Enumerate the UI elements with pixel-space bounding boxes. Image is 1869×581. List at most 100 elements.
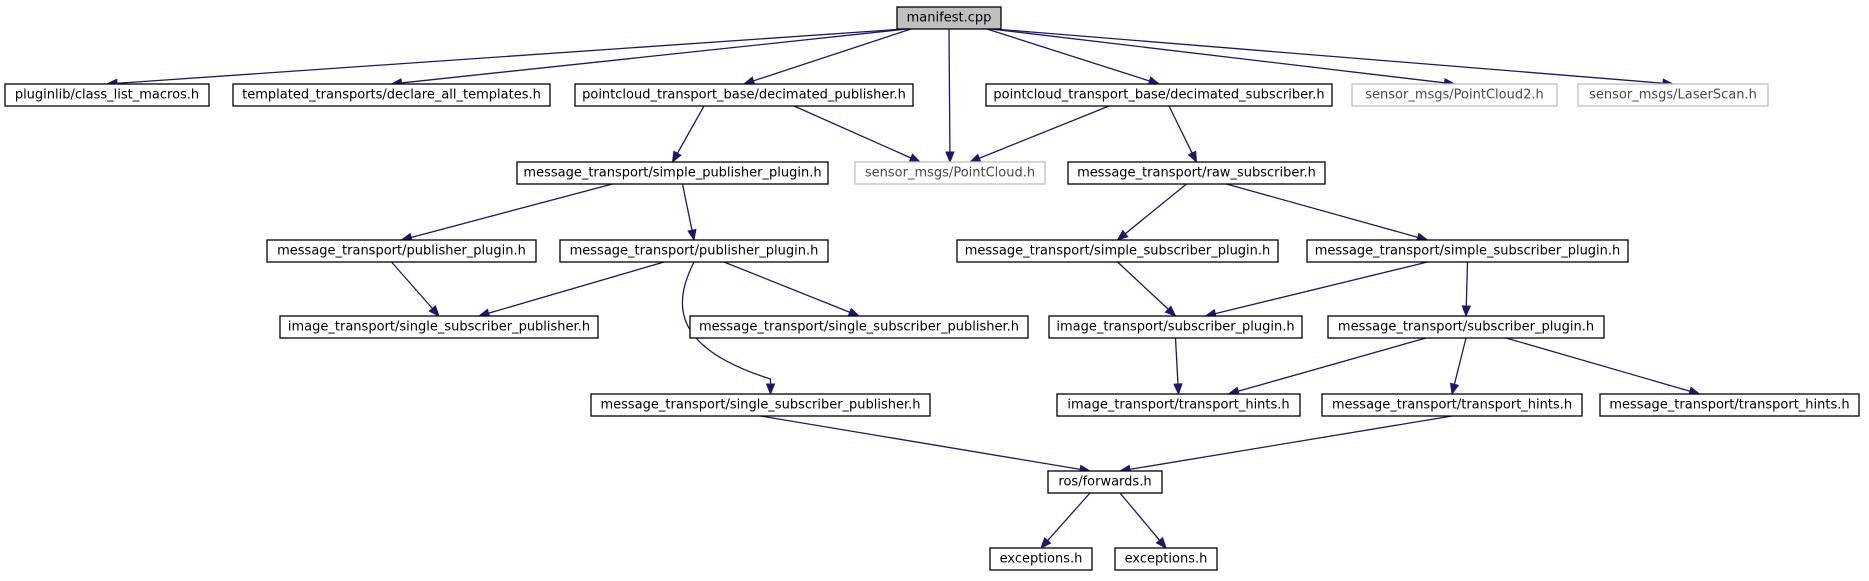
edge-manifest-to-pointcloud (945, 28, 955, 164)
edge-manifest-to-declare_all_templates (390, 28, 908, 88)
node-box (1327, 315, 1605, 339)
node-declare-all-templates[interactable]: templated_transports/declare_all_templat… (232, 83, 551, 107)
edge-decimated_publisher-to-simple_publisher_plugin (671, 105, 705, 164)
arrowhead (1116, 229, 1129, 241)
edge-simple_publisher_plugin-to-publisher_plugin_b (681, 183, 697, 242)
node-label: message_transport/simple_publisher_plugi… (523, 166, 821, 181)
edge-decimated_publisher-to-pointcloud (793, 105, 922, 163)
edge-publisher_plugin_b-to-image_single_subscriber_publisher (477, 261, 665, 318)
node-box (956, 239, 1279, 263)
node-publisher-plugin-a[interactable]: message_transport/publisher_plugin.h (266, 239, 537, 263)
arrowhead (968, 153, 982, 163)
node-box (559, 239, 829, 263)
node-label: exceptions.h (1000, 552, 1083, 567)
edge-manifest-to-class_list_macros (105, 28, 905, 89)
edge-manifest-to-decimated_subscriber (986, 28, 1161, 86)
node-pointcloud2[interactable]: sensor_msgs/PointCloud2.h (1351, 83, 1558, 107)
node-label: exceptions.h (1125, 552, 1208, 567)
node-message-transport-hints-b[interactable]: message_transport/transport_hints.h (1599, 393, 1860, 417)
node-exceptions-a[interactable]: exceptions.h (989, 547, 1093, 571)
edge-simple_subscriber_plugin_a-to-image_subscriber_plugin (1117, 261, 1177, 317)
node-image-subscriber-plugin[interactable]: image_transport/subscriber_plugin.h (1048, 315, 1303, 339)
node-pointcloud[interactable]: sensor_msgs/PointCloud.h (854, 161, 1046, 185)
node-message-transport-hints-a[interactable]: message_transport/transport_hints.h (1321, 393, 1583, 417)
node-manifest[interactable]: manifest.cpp (896, 6, 1002, 30)
node-label: message_transport/publisher_plugin.h (277, 244, 526, 259)
node-label: message_transport/transport_hints.h (1609, 398, 1849, 413)
node-simple-subscriber-plugin-a[interactable]: message_transport/simple_subscriber_plug… (956, 239, 1279, 263)
node-label: message_transport/simple_subscriber_plug… (965, 244, 1271, 259)
node-box (1351, 83, 1558, 107)
edge-raw_subscriber-to-simple_subscriber_plugin_b (1226, 183, 1429, 242)
node-label: sensor_msgs/PointCloud.h (865, 166, 1035, 181)
node-label: pointcloud_transport_base/decimated_publ… (582, 88, 906, 103)
edge-decimated_subscriber-to-pointcloud (968, 105, 1110, 163)
node-message-single-subscriber-publisher-a[interactable]: message_transport/single_subscriber_publ… (689, 315, 1029, 339)
node-box (985, 83, 1333, 107)
node-box (574, 83, 914, 107)
arrowhead (1164, 305, 1177, 317)
edge-message_subscriber_plugin-to-message_transport_hints_a (1449, 337, 1467, 396)
node-simple-publisher-plugin[interactable]: message_transport/simple_publisher_plugi… (516, 161, 829, 185)
edge-message_single_subscriber_publisher_b-to-ros_forwards (760, 415, 1092, 474)
node-image-single-subscriber-publisher[interactable]: image_transport/single_subscriber_publis… (279, 315, 599, 339)
arrowhead (428, 304, 440, 318)
node-box (689, 315, 1029, 339)
node-label: message_transport/single_subscriber_publ… (699, 320, 1019, 335)
edge-ros_forwards-to-exceptions_b (1119, 492, 1167, 550)
node-simple-subscriber-plugin-b[interactable]: message_transport/simple_subscriber_plug… (1306, 239, 1629, 263)
arrowhead (765, 383, 776, 396)
node-box (1048, 315, 1303, 339)
node-label: templated_transports/declare_all_templat… (242, 88, 541, 103)
edge-publisher_plugin_a-to-image_single_subscriber_publisher (391, 261, 440, 318)
edge-manifest-to-decimated_publisher (742, 28, 912, 86)
node-label: manifest.cpp (907, 11, 992, 26)
node-box (1306, 239, 1629, 263)
node-label: message_transport/single_subscriber_publ… (600, 398, 920, 413)
node-message-subscriber-plugin[interactable]: message_transport/subscriber_plugin.h (1327, 315, 1605, 339)
node-decimated-publisher[interactable]: pointcloud_transport_base/decimated_publ… (574, 83, 914, 107)
edge-simple_subscriber_plugin_b-to-image_subscriber_plugin (1204, 261, 1428, 319)
node-raw-subscriber[interactable]: message_transport/raw_subscriber.h (1067, 161, 1326, 185)
node-exceptions-b[interactable]: exceptions.h (1114, 547, 1218, 571)
arrowhead (671, 150, 682, 164)
node-label: message_transport/raw_subscriber.h (1077, 166, 1316, 181)
edge-simple_publisher_plugin-to-publisher_plugin_a (400, 183, 613, 242)
node-laserscan[interactable]: sensor_msgs/LaserScan.h (1577, 83, 1769, 107)
node-label: image_transport/single_subscriber_publis… (288, 320, 590, 335)
node-box (516, 161, 829, 185)
arrowhead (1155, 536, 1167, 550)
edge-decimated_subscriber-to-raw_subscriber (1168, 105, 1198, 164)
arrowhead (1461, 305, 1472, 318)
node-label: sensor_msgs/LaserScan.h (1589, 88, 1757, 103)
node-box (279, 315, 599, 339)
node-box (1599, 393, 1860, 417)
node-message-single-subscriber-publisher-b[interactable]: message_transport/single_subscriber_publ… (590, 393, 931, 417)
node-box (1577, 83, 1769, 107)
node-box (1067, 161, 1326, 185)
node-label: ros/forwards.h (1058, 475, 1151, 490)
edge-publisher_plugin_b-to-message_single_subscriber_publisher_b (681, 261, 776, 396)
node-decimated-subscriber[interactable]: pointcloud_transport_base/decimated_subs… (985, 83, 1333, 107)
node-label: image_transport/subscriber_plugin.h (1056, 320, 1294, 335)
arrowhead (945, 151, 955, 164)
node-label: message_transport/publisher_plugin.h (570, 244, 819, 259)
node-label: image_transport/transport_hints.h (1067, 398, 1289, 413)
node-box (1047, 470, 1163, 494)
node-box (1321, 393, 1583, 417)
node-publisher-plugin-b[interactable]: message_transport/publisher_plugin.h (559, 239, 829, 263)
graph-edges (105, 28, 1701, 550)
arrowhead (1173, 383, 1183, 396)
edge-manifest-to-pointcloud2 (990, 28, 1456, 88)
edge-raw_subscriber-to-simple_subscriber_plugin_a (1116, 183, 1187, 241)
node-class-list-macros[interactable]: pluginlib/class_list_macros.h (4, 83, 210, 107)
node-label: message_transport/simple_subscriber_plug… (1315, 244, 1621, 259)
edge-message_transport_hints_a-to-ros_forwards (1118, 415, 1453, 474)
edge-message_subscriber_plugin-to-message_transport_hints_b (1505, 337, 1701, 396)
node-box (232, 83, 551, 107)
arrowhead (687, 228, 697, 242)
edge-simple_subscriber_plugin_b-to-message_subscriber_plugin (1461, 261, 1472, 318)
edge-manifest-to-laserscan (993, 28, 1675, 88)
node-ros-forwards[interactable]: ros/forwards.h (1047, 470, 1163, 494)
node-image-transport-hints[interactable]: image_transport/transport_hints.h (1056, 393, 1301, 417)
